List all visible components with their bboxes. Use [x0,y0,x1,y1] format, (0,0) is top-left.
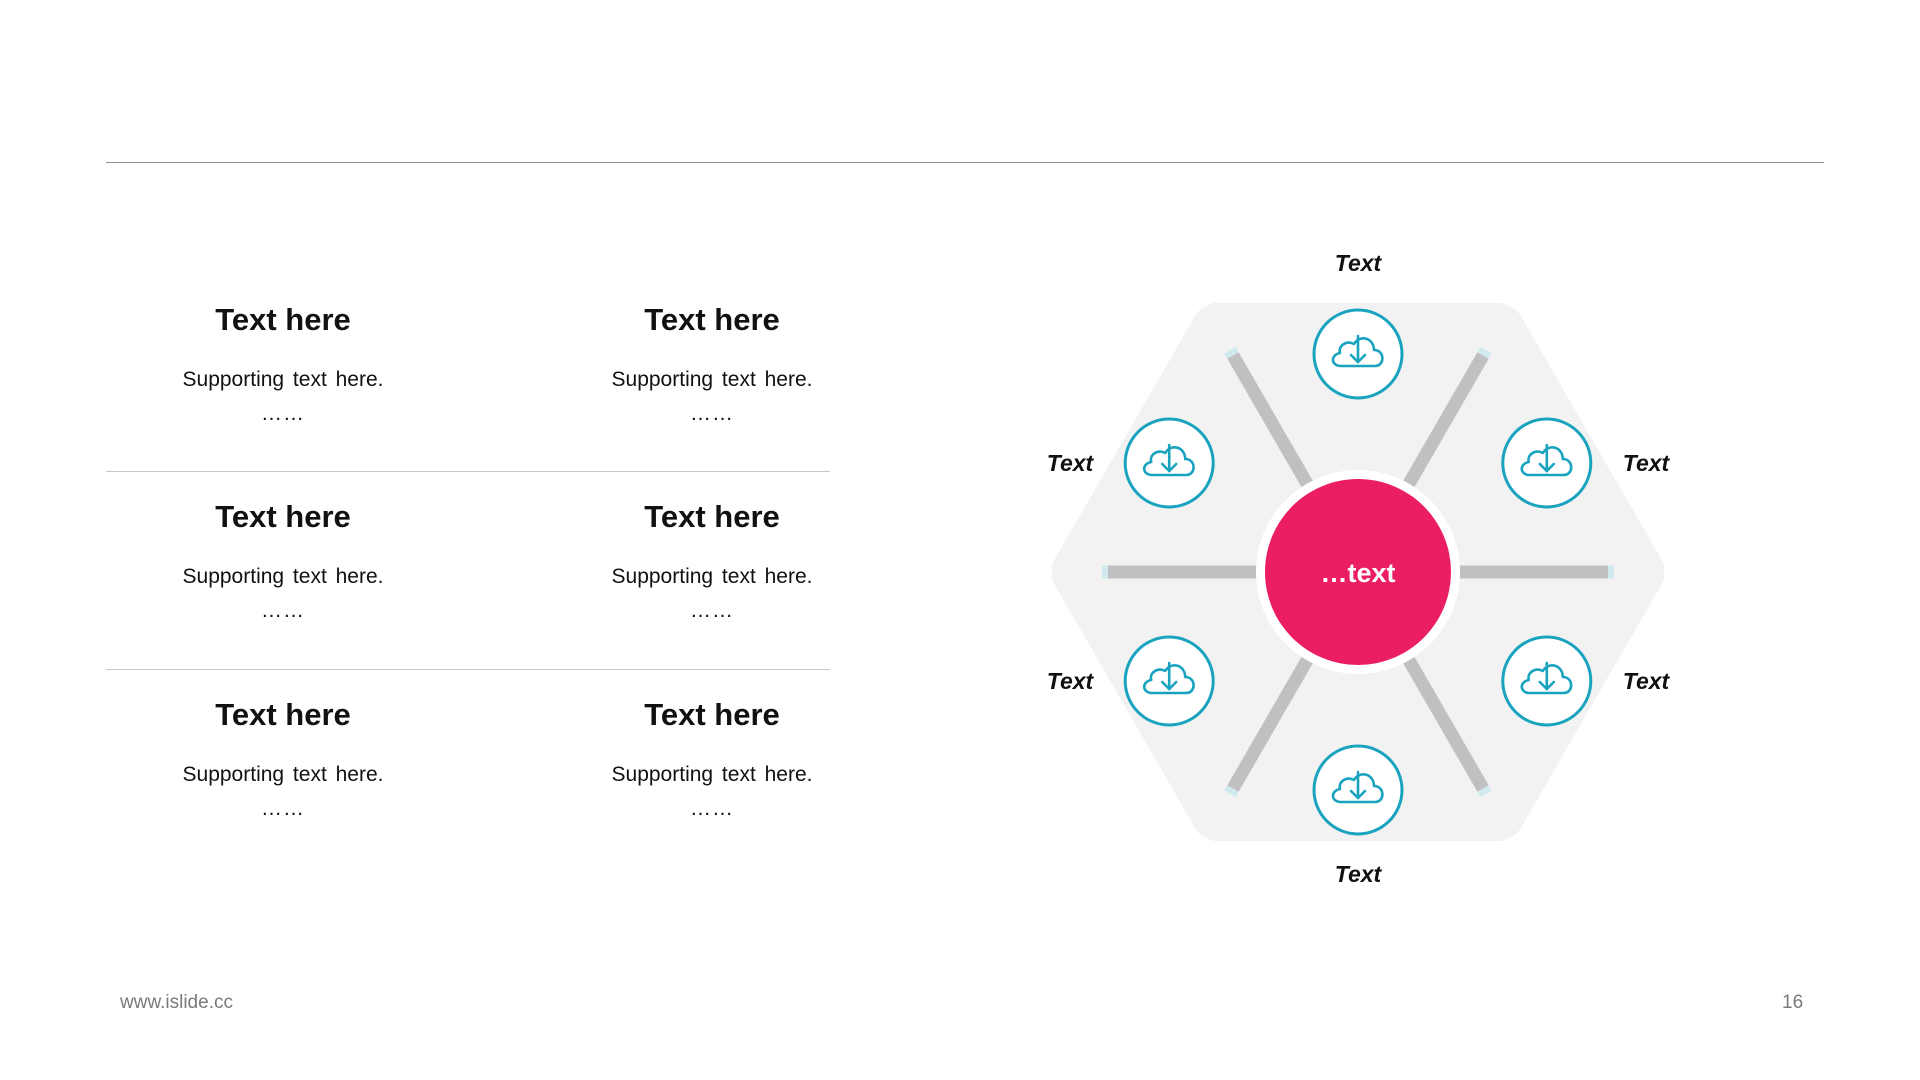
hexagon-spoke [1402,655,1489,792]
arrow-head [1538,680,1556,691]
cell-title: Text here [644,697,780,732]
center-label: …text [1320,558,1395,588]
node-label: Text [1335,250,1383,276]
node-label: Text [1047,668,1095,694]
cell-title: Text here [644,302,780,337]
grid-cell: Text here Supporting text here. …… [133,300,433,424]
arrow-head [1160,462,1178,473]
cell-subtitle: Supporting text here. [182,368,384,391]
arrow-head [1349,789,1367,800]
cloud-shape [1142,664,1195,695]
arrow-head [1538,462,1556,473]
hexagon-spoke [1402,352,1489,489]
spoke-tip [1224,347,1239,359]
arrow-head [1160,680,1178,691]
row-divider [106,669,830,670]
cloud-download-icon [1123,635,1215,727]
node-label: Text [1623,668,1671,694]
cloud-shape [1331,337,1384,368]
arrow-head [1349,353,1367,364]
cloud-download-icon [1501,635,1593,727]
hexagon-spoke [1227,352,1314,489]
node-label: Text [1623,450,1671,476]
cell-subtitle: Supporting text here. [611,368,813,391]
spoke-tip [1224,785,1239,797]
cell-subtitle: Supporting text here. [611,763,813,786]
hexagon-spoke [1227,655,1314,792]
grid-cell: Text here Supporting text here. …… [562,695,862,819]
cell-ellipsis: …… [261,599,305,622]
row-divider [106,471,830,472]
spoke-tip [1477,785,1492,797]
grid-cell: Text here Supporting text here. …… [133,695,433,819]
page-number: 16 [1782,992,1804,1013]
node-label: Text [1047,450,1095,476]
cell-ellipsis: …… [690,797,734,820]
cloud-download-icon [1312,308,1404,400]
spoke-tip [1477,347,1492,359]
grid-cell: Text here Supporting text here. …… [562,300,862,424]
cell-title: Text here [644,499,780,534]
node-label: Text [1335,861,1383,887]
cell-ellipsis: …… [690,599,734,622]
grid-cell: Text here Supporting text here. …… [562,497,862,621]
cloud-download-icon [1501,417,1593,509]
cloud-shape [1331,773,1384,804]
cell-subtitle: Supporting text here. [611,565,813,588]
cell-ellipsis: …… [261,797,305,820]
footer-url: www.islide.cc [120,992,233,1013]
cell-subtitle: Supporting text here. [182,565,384,588]
cell-subtitle: Supporting text here. [182,763,384,786]
cell-title: Text here [215,697,351,732]
cloud-shape [1520,446,1573,477]
cell-title: Text here [215,499,351,534]
cell-title: Text here [215,302,351,337]
header-divider [106,162,1824,163]
icon-nodes [1123,308,1593,836]
cloud-download-icon [1312,744,1404,836]
cloud-download-icon [1123,417,1215,509]
center-circle [1265,479,1451,665]
cell-ellipsis: …… [690,402,734,425]
cell-ellipsis: …… [261,402,305,425]
cloud-shape [1520,664,1573,695]
hexagon-spokes [1102,347,1614,797]
cloud-shape [1142,446,1195,477]
grid-cell: Text here Supporting text here. …… [133,497,433,621]
